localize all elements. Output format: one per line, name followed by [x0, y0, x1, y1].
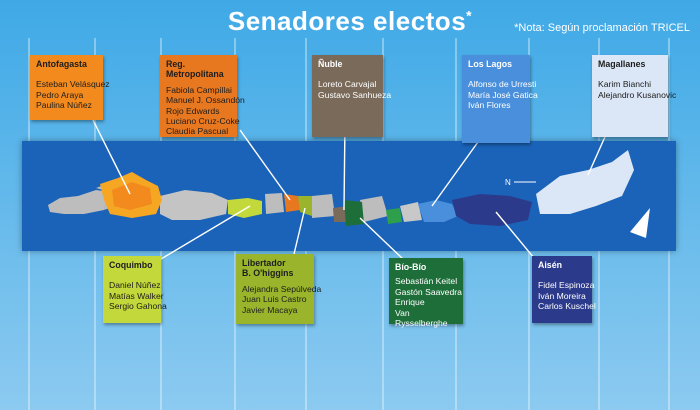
senator-name: Alejandra Sepúlveda	[242, 283, 322, 294]
region-box-biobio: Bío-Bío Sebastián Keitel Gastón Saavedra…	[389, 258, 463, 328]
region-box-ohiggins: Libertador B. O'higgins Alejandra Sepúlv…	[236, 254, 322, 324]
region-box-magallanes: Magallanes Karim Bianchi Alejandro Kusan…	[592, 55, 677, 137]
senator-name: Matías Walker	[109, 290, 164, 301]
region-box-los-lagos: Los Lagos Alfonso de Urresti María José …	[462, 55, 538, 143]
region-name: Antofagasta	[36, 59, 87, 69]
map-araucania	[360, 196, 388, 222]
senator-name: Carlos Kuschel	[538, 301, 596, 312]
senator-name: Gustavo Sanhueza	[318, 89, 392, 100]
map-aisen	[452, 194, 532, 226]
senator-name: Daniel Núñez	[109, 280, 161, 291]
map-atacama	[160, 190, 228, 220]
map-antofagasta-core	[112, 182, 152, 210]
senator-name: Karim Bianchi	[598, 79, 652, 90]
region-name: Aisén	[538, 260, 562, 270]
region-name: Ñuble	[318, 59, 343, 69]
map-coquimbo	[228, 198, 262, 218]
map-valparaiso	[265, 193, 284, 214]
senator-name: Iván Moreira	[538, 290, 586, 301]
senator-name: Alejandro Kusanovic	[598, 89, 677, 100]
senator-name: Juan Luis Castro	[242, 294, 307, 305]
senator-name: Esteban Velásquez	[36, 79, 110, 90]
map-biobio	[344, 200, 364, 226]
senator-name: Fidel Espinoza	[538, 280, 595, 291]
footnote: *Nota: Según proclamación TRICEL	[514, 22, 690, 34]
region-box-antofagasta: Antofagasta Esteban Velásquez Pedro Aray…	[30, 55, 110, 120]
region-name: Coquimbo	[109, 260, 153, 270]
senator-name: Alfonso de Urresti	[468, 79, 537, 90]
map-los-lagos	[418, 200, 458, 222]
region-box-coquimbo: Coquimbo Daniel Núñez Matías Walker Serg…	[103, 256, 167, 323]
senator-name: Pedro Araya	[36, 89, 84, 100]
senator-name: Paulina Núñez	[36, 100, 92, 111]
antarctic-wedge-icon	[630, 208, 650, 238]
senator-name: Luciano Cruz-Coke	[166, 116, 240, 127]
region-box-aisen: Aisén Fidel Espinoza Iván Moreira Carlos…	[532, 256, 596, 323]
senator-name: Loreto Carvajal	[318, 79, 377, 90]
north-label: N	[505, 178, 511, 187]
map-biobio-highlight	[386, 208, 402, 224]
senator-name: Sebastián Keitel	[395, 276, 458, 287]
senator-name: Fabiola Campillai	[166, 84, 232, 95]
senator-name: Iván Flores	[468, 100, 511, 111]
senator-name: María José Gatica	[468, 89, 538, 100]
region-name: Reg. Metropolitana	[166, 59, 224, 80]
page-title: Senadores electos*	[227, 6, 473, 36]
region-name: Bío-Bío	[395, 262, 427, 272]
region-name: Libertador B. O'higgins	[242, 258, 294, 279]
senator-name: Enrique Van Rysselberghe	[395, 297, 448, 329]
senator-name: Gastón Saavedra	[395, 286, 462, 297]
map-los-rios	[400, 202, 422, 222]
senator-name: Claudia Pascual	[166, 126, 229, 137]
map-metropolitana	[284, 194, 300, 212]
map-magallanes	[536, 150, 634, 214]
region-box-nuble: Ñuble Loreto Carvajal Gustavo Sanhueza	[312, 55, 392, 137]
map-arica	[48, 190, 110, 214]
leader-lines	[91, 117, 609, 263]
map-ohiggins	[298, 196, 312, 216]
senator-name: Manuel J. Ossandón	[166, 95, 245, 106]
map-maule	[312, 194, 335, 218]
senator-name: Rojo Edwards	[166, 105, 220, 116]
region-name: Magallanes	[598, 59, 646, 69]
region-box-metropolitana: Reg. Metropolitana Fabiola Campillai Man…	[160, 55, 245, 137]
senator-name: Javier Macaya	[242, 304, 298, 315]
region-name: Los Lagos	[468, 59, 512, 69]
senator-name: Sergio Gahona	[109, 301, 167, 312]
